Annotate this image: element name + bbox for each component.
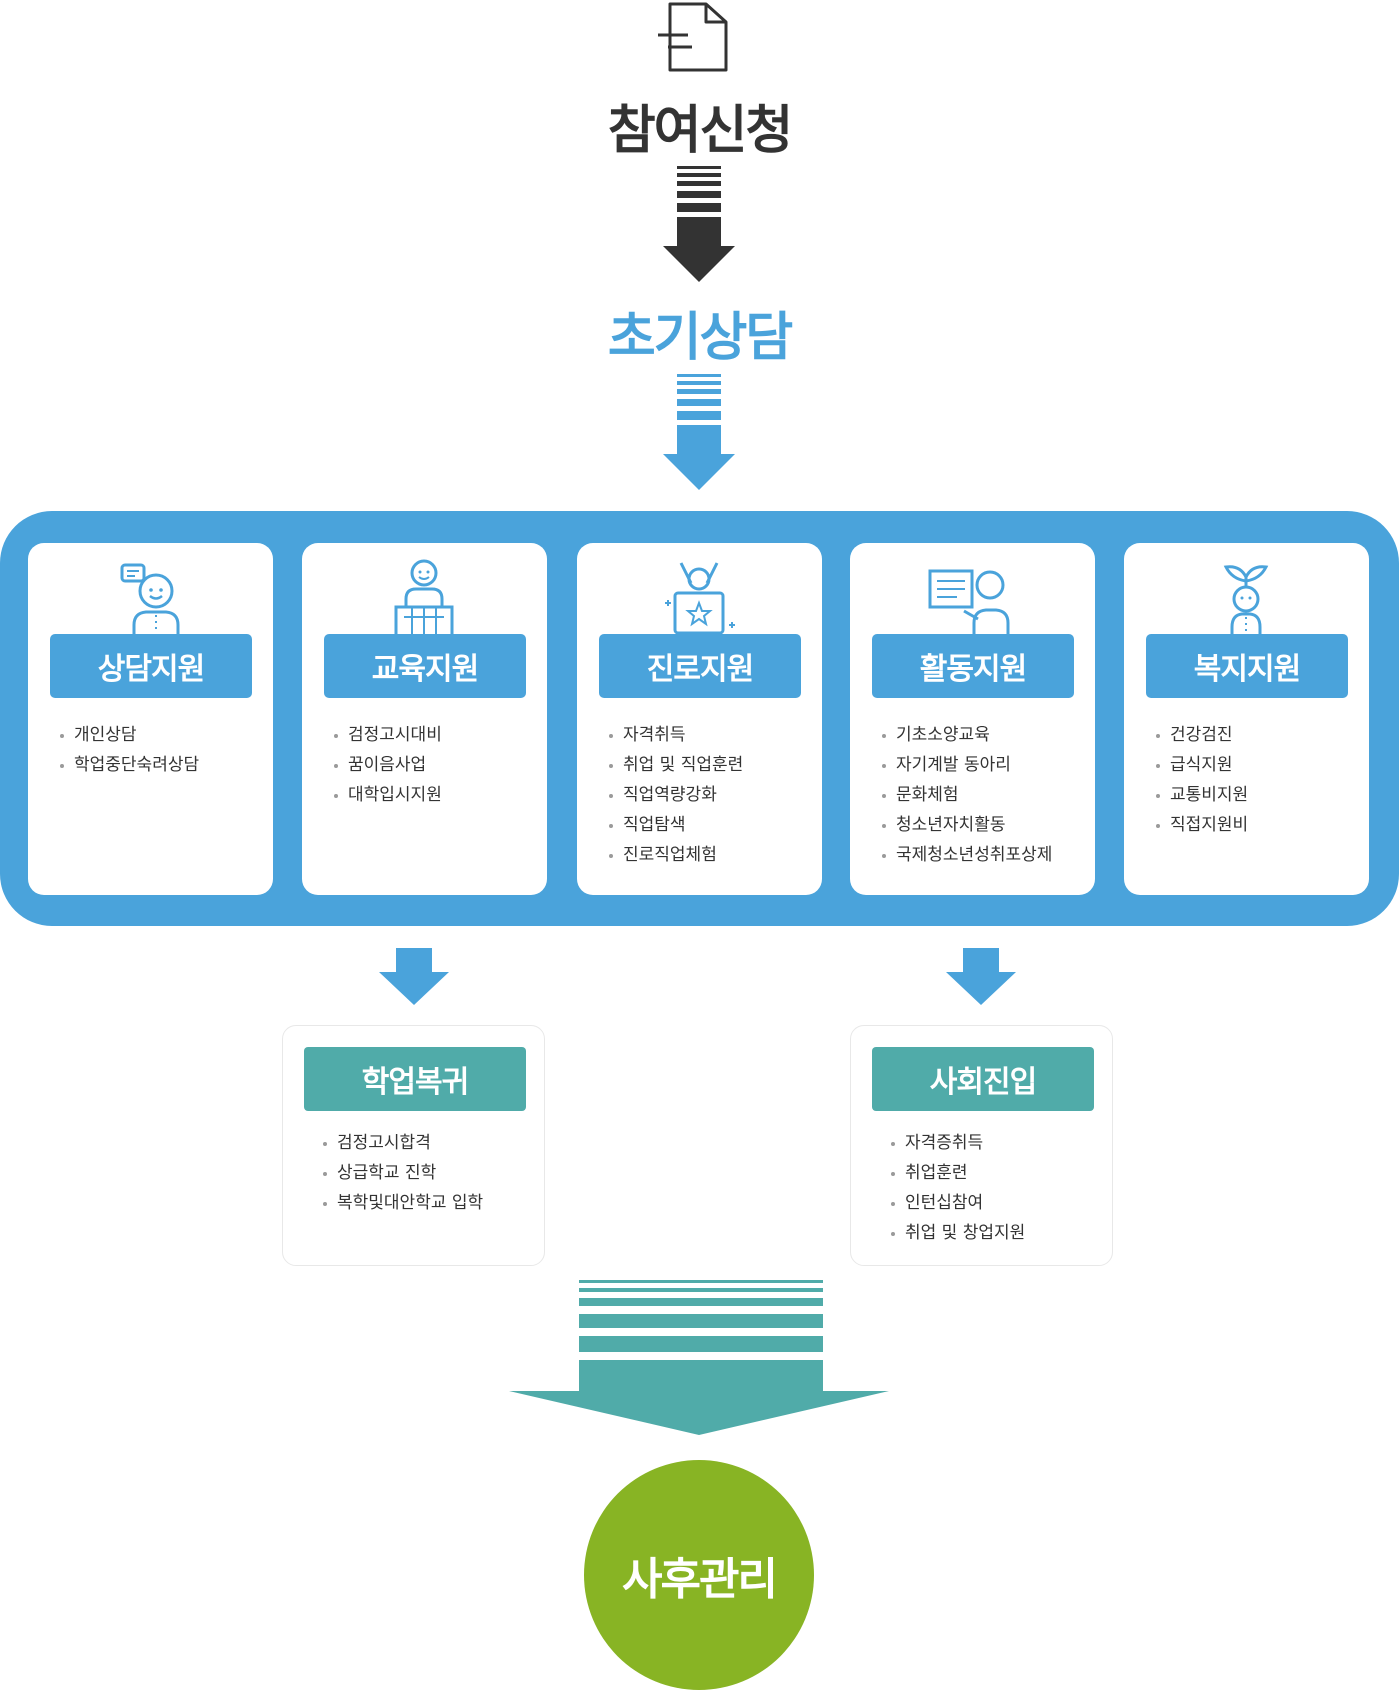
document-icon <box>658 2 728 72</box>
arrow-down-teal <box>509 1280 889 1435</box>
card-item-list: 개인상담 학업중단숙려상담 <box>60 720 199 780</box>
outcome-academic-return: 학업복귀 검정고시합격 상급학교 진학 복학및대안학교 입학 <box>282 1025 545 1266</box>
outcome-item-list: 검정고시합격 상급학교 진학 복학및대안학교 입학 <box>323 1128 483 1218</box>
card-career-support: 진로지원 자격취득 취업 및 직업훈련 직업역량강화 직업탐색 진로직업체험 <box>577 543 822 895</box>
arrow-down-blue <box>663 374 735 490</box>
outcome-label: 학업복귀 <box>304 1047 526 1111</box>
list-item: 검정고시합격 <box>323 1128 483 1158</box>
list-item: 자기계발 동아리 <box>882 750 1052 780</box>
list-item: 인턴십참여 <box>891 1188 1025 1218</box>
card-welfare-support: 복지지원 건강검진 급식지원 교통비지원 직접지원비 <box>1124 543 1369 895</box>
card-label: 복지지원 <box>1146 634 1348 698</box>
arrow-down-to-social <box>946 948 1016 1005</box>
list-item: 직업탐색 <box>609 810 743 840</box>
card-item-list: 건강검진 급식지원 교통비지원 직접지원비 <box>1156 720 1248 840</box>
card-item-list: 자격취득 취업 및 직업훈련 직업역량강화 직업탐색 진로직업체험 <box>609 720 743 870</box>
list-item: 꿈이음사업 <box>334 750 442 780</box>
card-education-support: 교육지원 검정고시대비 꿈이음사업 대학입시지원 <box>302 543 547 895</box>
list-item: 검정고시대비 <box>334 720 442 750</box>
card-label: 진로지원 <box>599 634 801 698</box>
card-item-list: 검정고시대비 꿈이음사업 대학입시지원 <box>334 720 442 810</box>
list-item: 자격취득 <box>609 720 743 750</box>
list-item: 복학및대안학교 입학 <box>323 1188 483 1218</box>
list-item: 상급학교 진학 <box>323 1158 483 1188</box>
list-item: 학업중단숙려상담 <box>60 750 199 780</box>
step-initial-title: 초기상담 <box>607 308 793 368</box>
list-item: 청소년자치활동 <box>882 810 1052 840</box>
card-label: 교육지원 <box>324 634 526 698</box>
list-item: 문화체험 <box>882 780 1052 810</box>
card-counseling-support: 상담지원 개인상담 학업중단숙려상담 <box>28 543 273 895</box>
list-item: 직업역량강화 <box>609 780 743 810</box>
presentation-icon <box>928 569 1010 639</box>
list-item: 진로직업체험 <box>609 840 743 870</box>
list-item: 국제청소년성취포상제 <box>882 840 1052 870</box>
teacher-icon <box>394 559 454 639</box>
card-label: 활동지원 <box>872 634 1074 698</box>
counselor-icon <box>120 563 180 639</box>
card-activity-support: 활동지원 기초소양교육 자기계발 동아리 문화체험 청소년자치활동 국제청소년성… <box>850 543 1095 895</box>
outcome-label: 사회진입 <box>872 1047 1094 1111</box>
list-item: 취업훈련 <box>891 1158 1025 1188</box>
list-item: 건강검진 <box>1156 720 1248 750</box>
list-item: 개인상담 <box>60 720 199 750</box>
list-item: 자격증취득 <box>891 1128 1025 1158</box>
list-item: 교통비지원 <box>1156 780 1248 810</box>
sprout-icon <box>1223 565 1269 639</box>
outcome-item-list: 자격증취득 취업훈련 인턴십참여 취업 및 창업지원 <box>891 1128 1025 1248</box>
list-item: 취업 및 창업지원 <box>891 1218 1025 1248</box>
list-item: 대학입시지원 <box>334 780 442 810</box>
list-item: 기초소양교육 <box>882 720 1052 750</box>
card-item-list: 기초소양교육 자기계발 동아리 문화체험 청소년자치활동 국제청소년성취포상제 <box>882 720 1052 870</box>
arrow-down-to-academic <box>379 948 449 1005</box>
final-aftercare-circle: 사후관리 <box>584 1460 814 1690</box>
celebrate-icon <box>665 562 735 635</box>
list-item: 직접지원비 <box>1156 810 1248 840</box>
outcome-social-entry: 사회진입 자격증취득 취업훈련 인턴십참여 취업 및 창업지원 <box>850 1025 1113 1266</box>
step-apply-title: 참여신청 <box>607 101 793 161</box>
list-item: 취업 및 직업훈련 <box>609 750 743 780</box>
list-item: 급식지원 <box>1156 750 1248 780</box>
card-label: 상담지원 <box>50 634 252 698</box>
arrow-down-dark <box>663 166 735 282</box>
